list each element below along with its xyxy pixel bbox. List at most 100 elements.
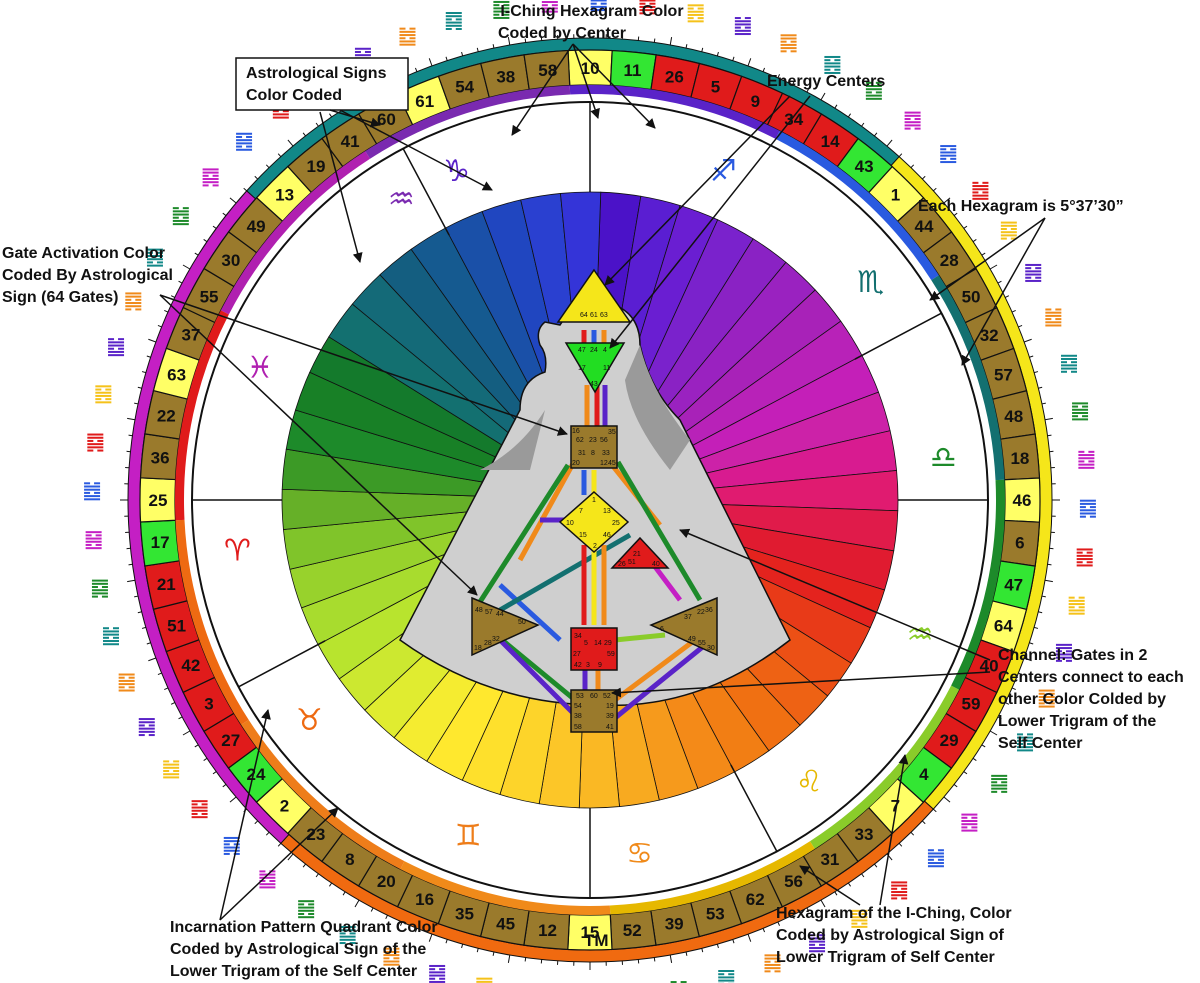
tick-mark [428,933,433,942]
svg-text:26: 26 [618,561,626,568]
tick-mark [777,921,780,926]
svg-text:17: 17 [578,365,586,372]
tick-mark [847,882,851,887]
hexagram-icon [163,760,180,779]
svg-text:27: 27 [573,651,581,658]
hexagram-icon [1078,450,1095,469]
tick-mark [762,67,766,72]
heart-center [610,536,670,569]
svg-text:57: 57 [485,609,493,616]
head-shadow [625,345,690,470]
zodiac-glyph: ♉ [296,703,323,738]
tick-mark [653,957,656,962]
tick-mark [354,899,360,908]
gate-number: 10 [581,59,600,78]
tick-mark [194,744,199,748]
tick-mark [747,933,752,942]
hexagram-icon [383,947,400,966]
bodygraph: 64 61 63 47 24 4 17 11 43 62 23 56 35 31… [399,268,791,733]
svg-text:Channel: Gates in 2: Channel: Gates in 2 [998,647,1147,664]
svg-text:56: 56 [600,437,608,444]
hexagram-icon [972,181,989,200]
svg-text:25: 25 [612,520,620,527]
annotation-hexagram-iching: Hexagram of the I-Ching, Color Coded by … [776,905,1012,966]
tick-mark [806,88,810,93]
tick-mark [997,716,1002,720]
tick-mark [777,74,780,79]
svg-text:46: 46 [603,532,611,539]
tick-mark [685,44,688,49]
gate-number: 47 [1004,575,1023,594]
tick-mark [981,252,986,256]
tick-mark [229,197,237,204]
tick-mark [1033,626,1039,629]
tick-mark [277,153,282,158]
tick-mark [874,132,878,137]
hexagram-icon [493,0,510,19]
hexagram-icon [339,926,356,945]
svg-text:58: 58 [574,724,582,731]
svg-text:45: 45 [608,460,616,467]
tick-mark [1038,611,1043,614]
gate-number: 37 [181,326,200,345]
svg-text:23: 23 [589,437,597,444]
gate-number: 39 [665,915,684,934]
sacral-gates: 34 5 14 29 59 27 42 3 9 [573,633,615,669]
hexagram-icon [399,27,416,46]
tick-mark [972,757,977,761]
hexagram-icon [1017,733,1034,752]
annotation-astrological-signs: Astrological Signs Color Coded [235,57,409,111]
zodiac-glyph: ♐ [710,154,737,189]
tick-mark [1029,642,1034,645]
svg-text:14: 14 [594,640,602,647]
gate-number: 54 [455,78,474,97]
tick-mark [653,38,656,43]
hexagram-icon [590,0,607,12]
gate-number: 17 [151,533,170,552]
hexagram-icon [940,145,957,164]
svg-text:35: 35 [608,429,616,436]
gate-number: 25 [149,491,168,510]
gate-number: 38 [496,67,515,86]
svg-text:I-Ching Hexagram Color: I-Ching Hexagram Color [500,3,683,20]
quadrant-line [854,312,942,360]
hexagram-icon [445,11,462,30]
svg-text:22: 22 [697,609,705,616]
quadrant-line [238,640,326,688]
tick-mark [820,899,826,908]
tick-mark [476,948,479,953]
tick-mark [1038,386,1043,389]
gate-number: 35 [455,904,474,923]
tick-mark [1018,672,1023,676]
hexagram-icon [734,17,751,36]
hexagram-icon [138,718,155,737]
svg-text:Coded by Astrological Sign of: Coded by Astrological Sign of [776,927,1005,944]
svg-text:15: 15 [579,532,587,539]
zodiac-glyph: ♋ [626,837,653,872]
tick-mark [157,672,162,676]
tick-mark [507,954,511,963]
tick-mark [1029,355,1034,358]
gate-number: 5 [711,78,720,97]
hexagram-icon [809,934,826,953]
tick-mark [127,579,136,583]
astro-band-segment [775,130,939,281]
gate-number: 59 [961,695,980,714]
tick-mark [997,280,1002,284]
annotation-channel: Channel: Gates in 2 Centers connect to e… [998,647,1184,752]
tick-mark [128,563,133,566]
hexagram-icon [85,531,102,550]
gate-number: 29 [940,731,959,750]
astro-band-segment [365,85,571,159]
astro-band-segment [241,719,405,870]
hexagram-icon [670,981,687,983]
tick-mark [716,51,719,57]
svg-text:3: 3 [586,662,590,669]
gate-number: 53 [706,904,725,923]
tick-mark [701,948,704,953]
svg-text:Lower Trigram of the: Lower Trigram of the [998,713,1156,730]
hexagram-icon [865,81,882,100]
tick-mark [834,891,838,896]
tick-mark [222,212,227,216]
svg-text:6: 6 [660,626,664,633]
